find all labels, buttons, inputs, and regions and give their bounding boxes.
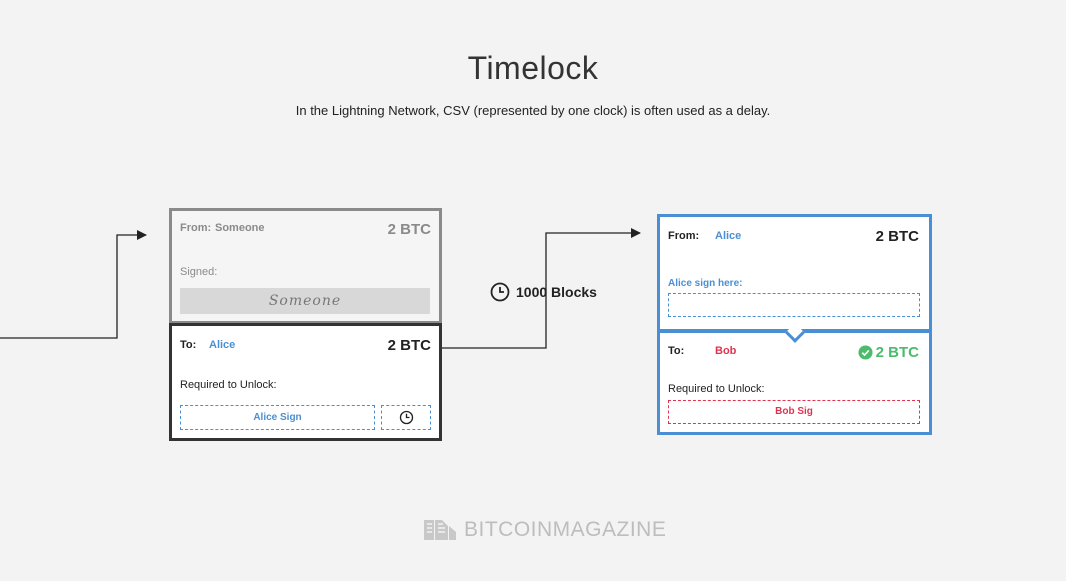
alice-sign-requirement: Alice Sign bbox=[180, 405, 375, 430]
input-amount: 2 BTC bbox=[875, 228, 919, 245]
signature-field: Someone bbox=[180, 288, 430, 314]
bob-sig-requirement: Bob Sig bbox=[668, 400, 920, 424]
sign-prompt: Alice sign here: bbox=[668, 278, 743, 289]
timelock-arrow bbox=[442, 228, 641, 349]
left-tx-output: To: Alice 2 BTC Required to Unlock: Alic… bbox=[169, 323, 442, 441]
required-label: Required to Unlock: bbox=[180, 379, 277, 391]
logo-text-bold: BITCOIN bbox=[464, 518, 553, 541]
check-circle-icon bbox=[858, 345, 873, 360]
page-title: Timelock bbox=[467, 50, 599, 86]
output-amount-verified: 2 BTC bbox=[858, 344, 919, 361]
logo-text-rest: MAGAZINE bbox=[552, 518, 667, 541]
from-label: From: bbox=[180, 222, 212, 234]
to-value: Bob bbox=[715, 345, 737, 357]
timelock-requirement bbox=[381, 405, 431, 430]
clock-icon bbox=[399, 410, 413, 425]
clock-icon bbox=[490, 282, 510, 302]
required-label: Required to Unlock: bbox=[668, 383, 765, 395]
page-subtitle: In the Lightning Network, CSV (represent… bbox=[295, 103, 771, 118]
right-tx-output: To: Bob 2 BTC Required to Unlock: Bob Si… bbox=[657, 330, 932, 435]
input-amount: 2 BTC bbox=[387, 221, 431, 238]
from-label: From: bbox=[668, 230, 700, 242]
right-tx-input: From: Alice 2 BTC Alice sign here: bbox=[657, 214, 932, 332]
alice-signature-field[interactable] bbox=[668, 293, 920, 317]
to-value: Alice bbox=[209, 339, 236, 351]
delay-label: 1000 Blocks bbox=[490, 282, 597, 302]
from-value: Alice bbox=[715, 230, 742, 242]
magazine-logo-icon bbox=[424, 520, 456, 540]
to-label: To: bbox=[668, 345, 685, 357]
output-amount: 2 BTC bbox=[387, 337, 431, 354]
left-tx-input: From: Someone 2 BTC Signed: Someone bbox=[169, 208, 442, 324]
from-value: Someone bbox=[215, 222, 265, 234]
output-amount: 2 BTC bbox=[875, 344, 919, 361]
delay-text: 1000 Blocks bbox=[516, 284, 597, 300]
to-label: To: bbox=[180, 339, 197, 351]
bitcoin-magazine-logo: BITCOINMAGAZINE bbox=[424, 518, 666, 542]
signed-label: Signed: bbox=[180, 266, 218, 278]
incoming-arrow bbox=[0, 230, 147, 339]
